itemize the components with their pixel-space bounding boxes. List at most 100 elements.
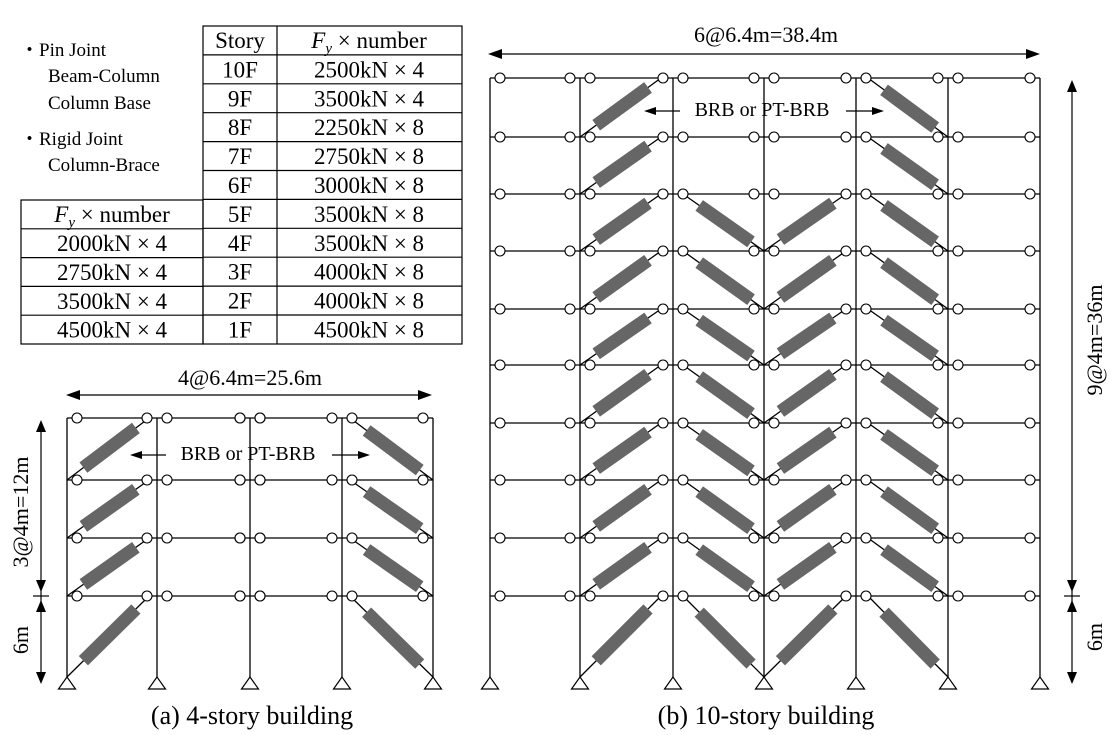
- pin-joint-icon: [840, 417, 852, 429]
- pin-joint-icon: [952, 359, 964, 371]
- brb-brace: [592, 254, 652, 303]
- caption-b: (b) 10-story building: [658, 701, 875, 730]
- pin-joint-icon: [677, 359, 689, 371]
- pin-joint-icon: [768, 131, 780, 143]
- pin-joint-icon: [417, 532, 429, 544]
- pin-joint-icon: [141, 590, 153, 602]
- pin-joint-icon: [161, 474, 173, 486]
- table-10story-fy-cell: 4500kN × 8: [314, 317, 424, 342]
- pin-joint-icon: [768, 245, 780, 257]
- height-arrow-bottom-b: [1067, 672, 1077, 684]
- legend-rigid-column-brace: Column-Brace: [48, 155, 160, 176]
- pin-joint-icon: [952, 188, 964, 200]
- brb-brace: [880, 314, 939, 362]
- pin-joint-icon: [346, 532, 358, 544]
- first-story-height-label-b: 6m: [1082, 623, 1107, 651]
- pin-joint-icon: [584, 72, 596, 84]
- table-10story-fy-cell: 2500kN × 4: [314, 57, 425, 82]
- brb-brace: [776, 197, 837, 245]
- width-arrow-right-b: [1026, 49, 1040, 59]
- table-10story-story-cell: 3F: [228, 260, 252, 285]
- pin-joint-icon: [840, 131, 852, 143]
- pin-joint-icon: [564, 474, 576, 486]
- pin-joint-icon: [494, 532, 506, 544]
- height-arrow-top-b: [1067, 80, 1077, 92]
- pin-joint-icon: [494, 474, 506, 486]
- pin-joint-icon: [584, 474, 596, 486]
- brb-brace: [695, 257, 755, 306]
- table-10story-border: [202, 25, 463, 345]
- pin-joint-icon: [326, 412, 338, 424]
- upper-height-label-a: 3@4m=12m: [8, 457, 33, 568]
- pin-joint-icon: [326, 532, 338, 544]
- pin-joint-icon: [932, 131, 944, 143]
- ten-story-frame: [480, 72, 1050, 690]
- brb-brace: [880, 544, 940, 592]
- four-story-frame: [57, 412, 443, 690]
- brb-brace: [362, 544, 424, 593]
- height-arrow-mid-up-a: [36, 600, 46, 612]
- pin-support-icon: [423, 675, 443, 690]
- brb-brace: [79, 541, 140, 590]
- pin-joint-icon: [584, 131, 596, 143]
- pin-joint-icon: [952, 72, 964, 84]
- table-10story-story-cell: 1F: [228, 317, 252, 342]
- pin-joint-icon: [346, 412, 358, 424]
- pin-joint-icon: [952, 131, 964, 143]
- width-arrow-right-a: [418, 390, 432, 400]
- table-10story-fy-cell: 3500kN × 4: [314, 86, 425, 111]
- pin-joint-icon: [494, 72, 506, 84]
- pin-joint-icon: [1024, 590, 1036, 602]
- pin-joint-icon: [768, 590, 780, 602]
- width-arrow-left-b: [488, 49, 502, 59]
- pin-joint-icon: [326, 474, 338, 486]
- pin-joint-icon: [494, 245, 506, 257]
- pin-joint-icon: [584, 417, 596, 429]
- pin-joint-icon: [254, 590, 266, 602]
- brb-brace: [362, 607, 425, 669]
- brb-brace: [880, 200, 939, 248]
- table-10story-fy-cell: 3500kN × 8: [314, 202, 424, 227]
- pin-joint-icon: [584, 532, 596, 544]
- pin-joint-icon: [564, 303, 576, 315]
- pin-joint-icon: [234, 532, 246, 544]
- pin-joint-icon: [932, 188, 944, 200]
- pin-joint-icon: [748, 359, 760, 371]
- pin-joint-icon: [748, 417, 760, 429]
- brb-brace: [695, 544, 755, 593]
- pin-joint-icon: [748, 474, 760, 486]
- pin-joint-icon: [494, 131, 506, 143]
- pin-joint-icon: [494, 417, 506, 429]
- brb-brace: [695, 314, 755, 362]
- pin-joint-icon: [346, 590, 358, 602]
- legend-pin-column-base: Column Base: [48, 93, 151, 114]
- pin-joint-icon: [417, 590, 429, 602]
- pin-support-icon: [663, 675, 683, 690]
- brb-brace: [880, 84, 940, 133]
- brb-brace: [591, 604, 653, 666]
- pin-joint-icon: [1024, 474, 1036, 486]
- brb-brace: [880, 486, 940, 534]
- pin-joint-icon: [161, 590, 173, 602]
- pin-joint-icon: [840, 359, 852, 371]
- height-arrow-bottom-a: [36, 672, 46, 684]
- brb-brace: [776, 541, 837, 590]
- table-10story-story-cell: 4F: [228, 231, 252, 256]
- pin-joint-icon: [234, 412, 246, 424]
- table-4story-border: [20, 199, 204, 345]
- ten-story-dimensions: 6@6.4m=38.4m 9@4m=36m 6m BRB or PT-BRB (…: [488, 22, 1107, 730]
- pin-joint-icon: [564, 417, 576, 429]
- brb-brace: [592, 312, 652, 360]
- pin-joint-icon: [768, 303, 780, 315]
- brb-brace: [592, 426, 652, 474]
- pin-joint-icon: [657, 72, 669, 84]
- legend-pin-joint: ・Pin Joint: [20, 40, 107, 61]
- pin-joint-icon: [677, 590, 689, 602]
- pin-joint-icon: [141, 412, 153, 424]
- table-10story-header-fy: Fy × number: [310, 28, 427, 57]
- brace-pointer-right-head-a: [358, 451, 370, 459]
- joint-legend: ・Pin Joint Beam-Column Column Base ・Rigi…: [20, 40, 160, 176]
- brb-brace: [695, 429, 755, 477]
- width-label-a: 4@6.4m=25.6m: [178, 365, 322, 390]
- brb-brace: [776, 426, 837, 474]
